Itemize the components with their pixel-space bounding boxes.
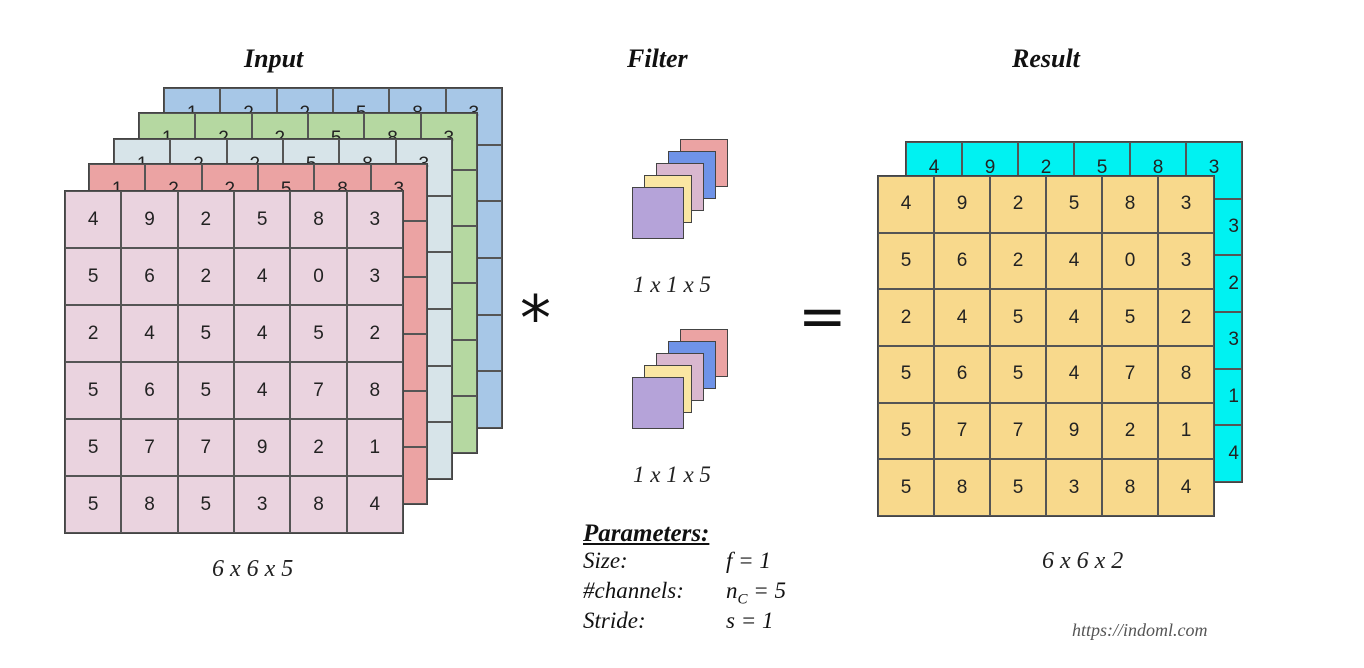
grid-cell: 9 [1046,402,1102,460]
grid-cell: 0 [1102,232,1158,290]
input-dims-label: 6 x 6 x 5 [212,556,294,582]
grid-cell: 2 [177,191,234,248]
grid-cell: 1 [346,419,403,476]
param-channels-label: #channels: [583,578,684,603]
grid-cell: 2 [290,419,347,476]
grid-cell: 4 [233,248,291,305]
grid-cell: 8 [1102,176,1158,233]
grid-cell: 2 [878,289,934,346]
credit-url: https://indoml.com [1072,620,1208,640]
grid-cell: 9 [934,176,990,233]
filter-channel-5 [632,187,684,239]
grid-cell: 5 [990,459,1046,516]
grid-cell: 7 [121,419,178,476]
grid-cell: 3 [1046,459,1102,516]
grid-cell: 8 [934,459,990,516]
grid-cell: 6 [934,346,990,403]
grid-cell: 5 [878,459,934,516]
grid-cell: 4 [1046,232,1102,290]
param-stride-row: Stride: s = 1 [583,608,773,638]
grid-cell: 6 [934,232,990,290]
grid-cell: 2 [1158,289,1214,346]
grid-cell: 3 [1158,176,1214,233]
grid-cell: 4 [878,176,934,233]
param-size-value: f = 1 [726,548,771,573]
grid-cell: 4 [1046,289,1102,346]
grid-cell: 4 [934,289,990,346]
grid-cell: 5 [233,191,291,248]
grid-cell: 7 [934,402,990,460]
grid-cell: 9 [233,419,291,476]
param-stride-value: s = 1 [726,608,774,633]
param-stride-label: Stride: [583,608,646,633]
param-channels-row: #channels: nC = 5 [583,578,786,608]
grid-cell: 5 [65,362,122,419]
grid-cell: 6 [121,362,178,419]
grid-cell: 5 [177,362,234,419]
grid-cell: 2 [1102,402,1158,460]
grid-cell: 5 [65,248,122,305]
grid-cell: 5 [1102,289,1158,346]
grid-cell: 8 [290,191,347,248]
grid-cell: 8 [121,476,178,533]
grid-cell: 3 [1158,232,1214,290]
grid-cell: 2 [990,232,1046,290]
grid-cell: 2 [990,176,1046,233]
filter-1-dims-label: 1 x 1 x 5 [633,272,711,297]
filter-2-dims-label: 1 x 1 x 5 [633,462,711,487]
grid-cell: 2 [177,248,234,305]
grid-cell: 9 [121,191,178,248]
convolution-operator: * [520,282,551,355]
param-size-label: Size: [583,548,628,573]
param-size-row: Size: f = 1 [583,548,771,578]
grid-cell: 7 [990,402,1046,460]
grid-cell: 3 [233,476,291,533]
input-title: Input [244,44,304,73]
parameters-block: Parameters: Size: f = 1 #channels: nC = … [583,520,786,638]
grid-cell: 8 [1102,459,1158,516]
grid-cell: 3 [346,191,403,248]
grid-cell: 6 [121,248,178,305]
grid-cell: 5 [990,346,1046,403]
grid-cell: 2 [65,305,122,362]
grid-cell: 5 [990,289,1046,346]
filter-title: Filter [627,44,688,73]
result-title: Result [1012,44,1080,73]
grid-cell: 5 [177,305,234,362]
param-channels-value: nC = 5 [726,578,787,608]
grid-cell: 4 [346,476,403,533]
grid-cell: 5 [65,419,122,476]
grid-cell: 0 [290,248,347,305]
parameters-heading: Parameters: [583,520,710,547]
grid-cell: 5 [878,232,934,290]
grid-cell: 7 [290,362,347,419]
grid-cell: 4 [233,362,291,419]
grid-cell: 4 [121,305,178,362]
grid-cell: 5 [65,476,122,533]
equals-operator: = [798,282,847,350]
grid-cell: 4 [65,191,122,248]
grid-cell: 1 [1158,402,1214,460]
grid-cell: 4 [1046,346,1102,403]
grid-cell: 4 [1158,459,1214,516]
grid-cell: 8 [1158,346,1214,403]
grid-cell: 5 [878,402,934,460]
grid-cell: 7 [177,419,234,476]
filter-channel-5 [632,377,684,429]
result-dims-label: 6 x 6 x 2 [1042,548,1124,574]
grid-cell: 5 [177,476,234,533]
grid-cell: 3 [346,248,403,305]
grid-cell: 5 [1046,176,1102,233]
grid-cell: 5 [878,346,934,403]
grid-cell: 8 [346,362,403,419]
grid-cell: 4 [233,305,291,362]
grid-cell: 8 [290,476,347,533]
grid-cell: 2 [346,305,403,362]
grid-cell: 5 [290,305,347,362]
grid-cell: 7 [1102,346,1158,403]
